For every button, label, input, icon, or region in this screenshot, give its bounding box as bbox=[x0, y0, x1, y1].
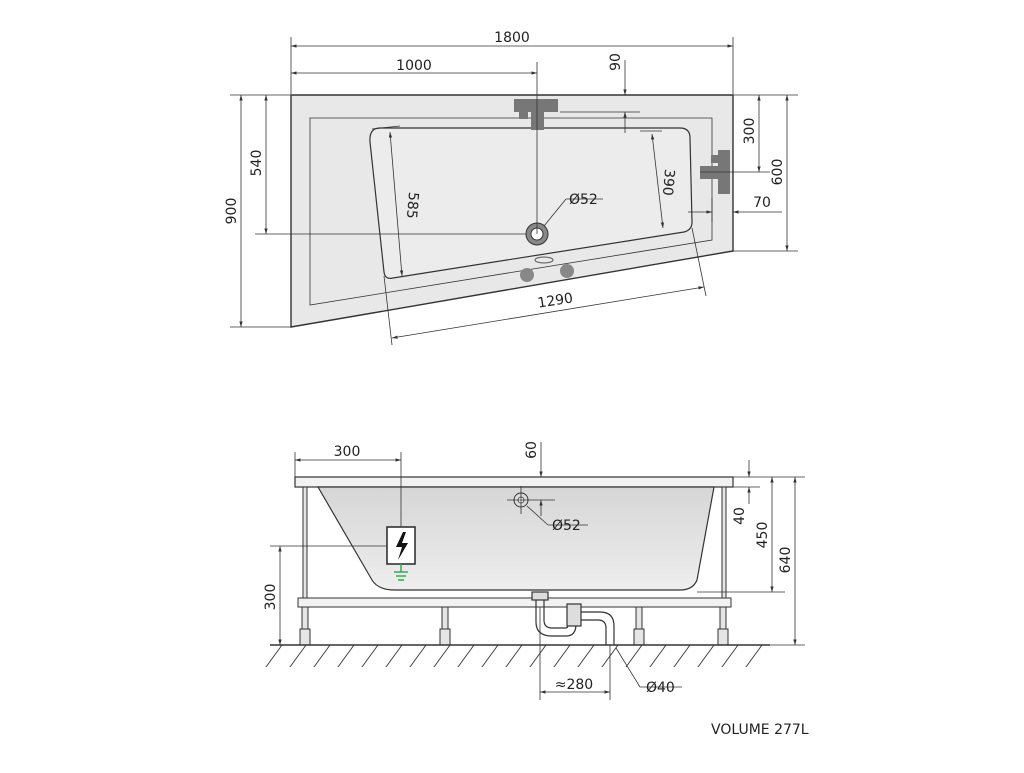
hatch-line bbox=[433, 644, 451, 668]
dim-inner-width: 390 bbox=[659, 168, 677, 196]
dim-drain-dia: Ø52 bbox=[569, 192, 598, 208]
hatch-line bbox=[745, 644, 763, 668]
hatch-line bbox=[289, 644, 307, 668]
dim-depth: 450 bbox=[755, 522, 771, 549]
top-tap-icon bbox=[514, 99, 558, 130]
dim-drain-from-top: 540 bbox=[249, 150, 265, 177]
hatch-line bbox=[625, 644, 643, 668]
dim-socket-height: 300 bbox=[263, 584, 279, 611]
hatch-line bbox=[649, 644, 667, 668]
hatch-line bbox=[721, 644, 739, 668]
control-button-icon bbox=[560, 264, 574, 278]
tub-body bbox=[316, 486, 715, 591]
dim-total-height: 640 bbox=[778, 547, 794, 574]
dim-side-tap-inset: 70 bbox=[753, 195, 771, 211]
hatch-line bbox=[409, 644, 427, 668]
dim-side-tap: 300 bbox=[742, 118, 758, 145]
hatch-line bbox=[505, 644, 523, 668]
dim-tap-offset: 1000 bbox=[396, 58, 432, 74]
hatch-line bbox=[553, 644, 571, 668]
dim-waste-dia: Ø40 bbox=[646, 680, 675, 696]
hatch-line bbox=[265, 644, 283, 668]
dim-overflow-dia: Ø52 bbox=[552, 518, 581, 534]
support-legs bbox=[299, 486, 729, 646]
dim-inner-length: 585 bbox=[403, 191, 421, 219]
hatch-line bbox=[337, 644, 355, 668]
ground-symbol-icon bbox=[394, 564, 408, 581]
dim-tap-depth: 90 bbox=[608, 53, 624, 71]
dim-overall-height: 900 bbox=[224, 198, 240, 225]
dim-overall-width: 1800 bbox=[494, 30, 530, 46]
hatch-line bbox=[577, 644, 595, 668]
dim-trap-offset: ≈280 bbox=[555, 677, 593, 693]
support-frame bbox=[297, 597, 732, 608]
hatch-line bbox=[457, 644, 475, 668]
control-button-icon bbox=[520, 268, 534, 282]
electric-socket-icon bbox=[386, 526, 416, 565]
hatch-line bbox=[385, 644, 403, 668]
dim-short-side: 600 bbox=[770, 159, 786, 186]
floor-hatch-lines bbox=[265, 644, 763, 668]
dim-socket-offset: 300 bbox=[334, 444, 361, 460]
volume-label: VOLUME 277L bbox=[711, 722, 809, 738]
side-view: 300 60 Ø52 300 40 450 640 ≈280 bbox=[263, 441, 805, 700]
top-view: 1800 1000 90 900 540 585 390 300 bbox=[224, 30, 798, 346]
tub-rim bbox=[294, 476, 734, 488]
dim-slope-length: 1290 bbox=[537, 290, 575, 311]
overflow-icon bbox=[534, 256, 554, 264]
waste-trap-icon bbox=[531, 591, 615, 645]
dim-overflow-depth: 60 bbox=[524, 441, 540, 459]
tub-basin-outline bbox=[369, 127, 693, 279]
hatch-line bbox=[481, 644, 499, 668]
dim-rim: 40 bbox=[732, 507, 748, 525]
hatch-line bbox=[529, 644, 547, 668]
hatch-line bbox=[361, 644, 379, 668]
hatch-line bbox=[697, 644, 715, 668]
hatch-line bbox=[313, 644, 331, 668]
hatch-line bbox=[673, 644, 691, 668]
tub-rim-line bbox=[309, 117, 713, 306]
